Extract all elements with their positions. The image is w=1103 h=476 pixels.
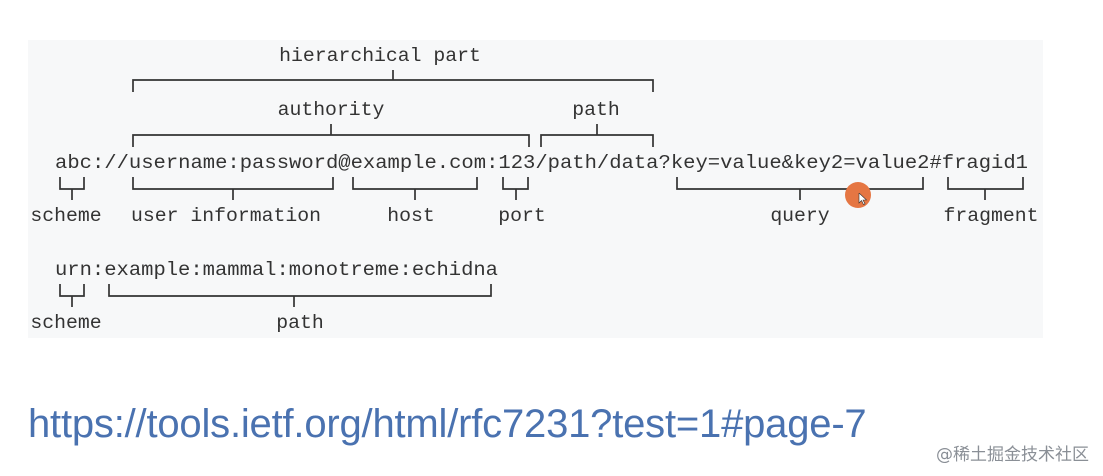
bracket-scheme-2 xyxy=(59,284,85,307)
label-authority: authority xyxy=(278,99,385,121)
bracket-path xyxy=(540,124,654,147)
watermark: @稀土掘金技术社区 xyxy=(936,445,1089,465)
uri-example-1: abc://username:password@example.com:123/… xyxy=(55,152,1028,174)
bracket-user-information xyxy=(132,177,334,200)
bracket-fragment xyxy=(947,177,1024,200)
bracket-query xyxy=(676,177,924,200)
label-host: host xyxy=(387,205,434,227)
bracket-authority xyxy=(132,124,530,147)
bracket-path-2 xyxy=(108,284,492,307)
label-scheme-2: scheme xyxy=(30,312,101,334)
uri-example-2: urn:example:mammal:monotreme:echidna xyxy=(55,259,498,281)
label-query: query xyxy=(770,205,829,227)
label-path: path xyxy=(572,99,619,121)
cursor-highlight xyxy=(845,182,871,208)
label-port: port xyxy=(498,205,545,227)
label-fragment: fragment xyxy=(944,205,1039,227)
label-path-2: path xyxy=(276,312,323,334)
bracket-port xyxy=(502,177,529,200)
bracket-host xyxy=(352,177,478,200)
rfc-link-url[interactable]: https://tools.ietf.org/html/rfc7231?test… xyxy=(28,402,867,446)
label-user-information: user information xyxy=(131,205,321,227)
bracket-hierarchical-part xyxy=(132,70,654,92)
mouse-pointer-icon xyxy=(858,193,868,205)
label-hierarchical-part: hierarchical part xyxy=(279,45,481,67)
bracket-scheme xyxy=(59,177,85,200)
label-scheme: scheme xyxy=(30,205,101,227)
